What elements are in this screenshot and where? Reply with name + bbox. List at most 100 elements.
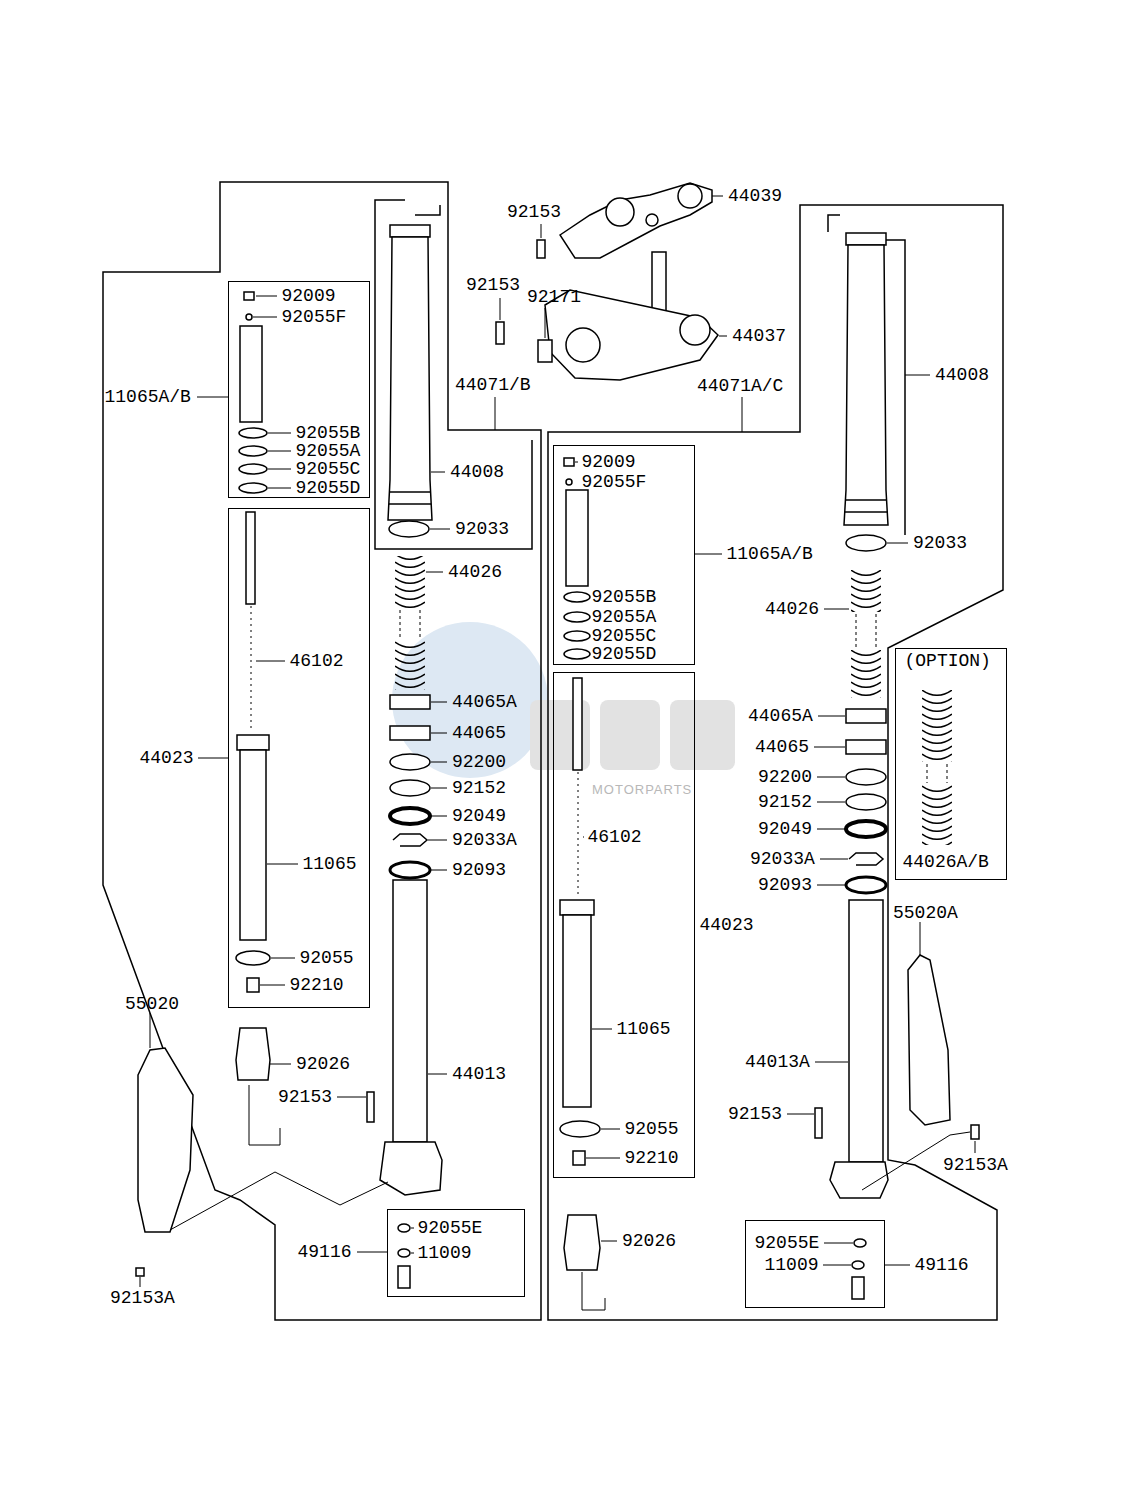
callout-number: 92026 bbox=[296, 1054, 350, 1074]
text-anchor: 92153 bbox=[507, 202, 561, 223]
callout-number: 44039 bbox=[728, 186, 782, 206]
text-anchor: 92153 bbox=[278, 1087, 332, 1108]
fork-parts bbox=[136, 183, 979, 1299]
text-anchor: 11065A/B bbox=[727, 544, 813, 565]
text-anchor: 44013A bbox=[745, 1052, 810, 1073]
text-anchor: 92200 bbox=[758, 767, 812, 788]
watermark-logo bbox=[392, 622, 735, 778]
callout-number: 92153 bbox=[507, 202, 561, 222]
text-anchor: 92152 bbox=[452, 778, 506, 799]
callout-number: 92026 bbox=[622, 1231, 676, 1251]
callout-number: 11065 bbox=[303, 854, 357, 874]
callout-number: 44065A bbox=[452, 692, 517, 712]
callout-number: 92200 bbox=[452, 752, 506, 772]
callout-number: 92049 bbox=[758, 819, 812, 839]
callout-number: 92049 bbox=[452, 806, 506, 826]
text-anchor: 92055 bbox=[625, 1119, 679, 1140]
text-anchor: 92152 bbox=[758, 792, 812, 813]
text-anchor: 55020A bbox=[893, 903, 958, 924]
text-anchor: 92055D bbox=[296, 478, 361, 499]
text-anchor: 11065A/B bbox=[105, 387, 191, 408]
watermark: MOTORPARTS bbox=[592, 782, 692, 797]
callout-number: 92152 bbox=[758, 792, 812, 812]
callout-number: 92055A bbox=[592, 607, 657, 627]
callout-number: 92093 bbox=[452, 860, 506, 880]
callout-number: 44026 bbox=[765, 599, 819, 619]
callout-number: 92210 bbox=[625, 1148, 679, 1168]
group-callout: 11065A/B bbox=[727, 544, 813, 564]
text-anchor: 11009 bbox=[418, 1243, 472, 1264]
text-anchor: MOTORPARTS bbox=[592, 780, 692, 800]
callout-number: 92153 bbox=[278, 1087, 332, 1107]
callout-number: 92055D bbox=[592, 644, 657, 664]
text-anchor: 92033 bbox=[455, 519, 509, 540]
group-callout: 49116 bbox=[298, 1242, 352, 1262]
text-anchor: 92055F bbox=[582, 472, 647, 493]
callout-number: 46102 bbox=[290, 651, 344, 671]
callout-number: 92033 bbox=[455, 519, 509, 539]
callout-number: 92033A bbox=[452, 830, 517, 850]
text-anchor: 44065A bbox=[452, 692, 517, 713]
callout-number: 44013A bbox=[745, 1052, 810, 1072]
text-anchor: 92055F bbox=[282, 307, 347, 328]
text-anchor: 44071/B bbox=[455, 375, 531, 396]
text-anchor: (OPTION) bbox=[905, 651, 991, 672]
callout-number: 92055A bbox=[296, 441, 361, 461]
callout-number: 46102 bbox=[588, 827, 642, 847]
callout-number: 92055F bbox=[282, 307, 347, 327]
text-anchor: 92049 bbox=[758, 819, 812, 840]
text-anchor: 92049 bbox=[452, 806, 506, 827]
text-anchor: 44026 bbox=[448, 562, 502, 583]
callout-number: 92055E bbox=[755, 1233, 820, 1253]
callout-number: 92009 bbox=[282, 286, 336, 306]
callout-number: 44026 bbox=[448, 562, 502, 582]
text-anchor: 92153 bbox=[466, 275, 520, 296]
callout-number: 44008 bbox=[450, 462, 504, 482]
text-anchor: 44026A/B bbox=[903, 852, 989, 873]
text-anchor: 92055A bbox=[592, 607, 657, 628]
callout-number: 92055E bbox=[418, 1218, 483, 1238]
text-anchor: 44008 bbox=[935, 365, 989, 386]
text-anchor: 92055B bbox=[296, 423, 361, 444]
part-group-box: 4402346102110659205592210 bbox=[553, 672, 695, 1178]
text-anchor: 92055D bbox=[592, 644, 657, 665]
text-anchor: 92026 bbox=[622, 1231, 676, 1252]
callout-number: 44065 bbox=[755, 737, 809, 757]
text-anchor: 92153A bbox=[943, 1155, 1008, 1176]
text-anchor: 92153A bbox=[110, 1288, 175, 1309]
callout-number: 55020A bbox=[893, 903, 958, 923]
text-anchor: 92055B bbox=[592, 587, 657, 608]
spring bbox=[395, 556, 952, 845]
callout-number: 92055B bbox=[296, 423, 361, 443]
callout-number: 92093 bbox=[758, 875, 812, 895]
callout-number: 44037 bbox=[732, 326, 786, 346]
text-anchor: 92171 bbox=[527, 287, 581, 308]
text-anchor: 44026 bbox=[765, 599, 819, 620]
callout-number: 11065 bbox=[617, 1019, 671, 1039]
callout-number: 55020 bbox=[125, 994, 179, 1014]
text-anchor: 92055C bbox=[296, 459, 361, 480]
text-anchor: 11009 bbox=[765, 1255, 819, 1276]
text-anchor: 49116 bbox=[915, 1255, 969, 1276]
part-group-box: 4911692055E11009 bbox=[387, 1209, 525, 1297]
text-anchor: 92093 bbox=[452, 860, 506, 881]
text-anchor: 44065 bbox=[755, 737, 809, 758]
text-anchor: 92009 bbox=[282, 286, 336, 307]
part-group-box: 11065A/B9200992055F92055B92055A92055C920… bbox=[553, 445, 695, 665]
part-group-box: 11065A/B9200992055F92055B92055A92055C920… bbox=[228, 281, 370, 498]
text-anchor: 44037 bbox=[732, 326, 786, 347]
text-anchor: 11065 bbox=[617, 1019, 671, 1040]
callout-number: 44065A bbox=[748, 706, 813, 726]
callout-number: 44008 bbox=[935, 365, 989, 385]
text-anchor: 92026 bbox=[296, 1054, 350, 1075]
text-anchor: 44065 bbox=[452, 723, 506, 744]
callout-number: 11009 bbox=[765, 1255, 819, 1275]
group-callout: 49116 bbox=[915, 1255, 969, 1275]
callout-number: 92153 bbox=[728, 1104, 782, 1124]
callout-number: 92153A bbox=[943, 1155, 1008, 1175]
text-anchor: 44013 bbox=[452, 1064, 506, 1085]
callout-number: 92171 bbox=[527, 287, 581, 307]
callout-number: 92055 bbox=[300, 948, 354, 968]
text-anchor: 44065A bbox=[748, 706, 813, 727]
